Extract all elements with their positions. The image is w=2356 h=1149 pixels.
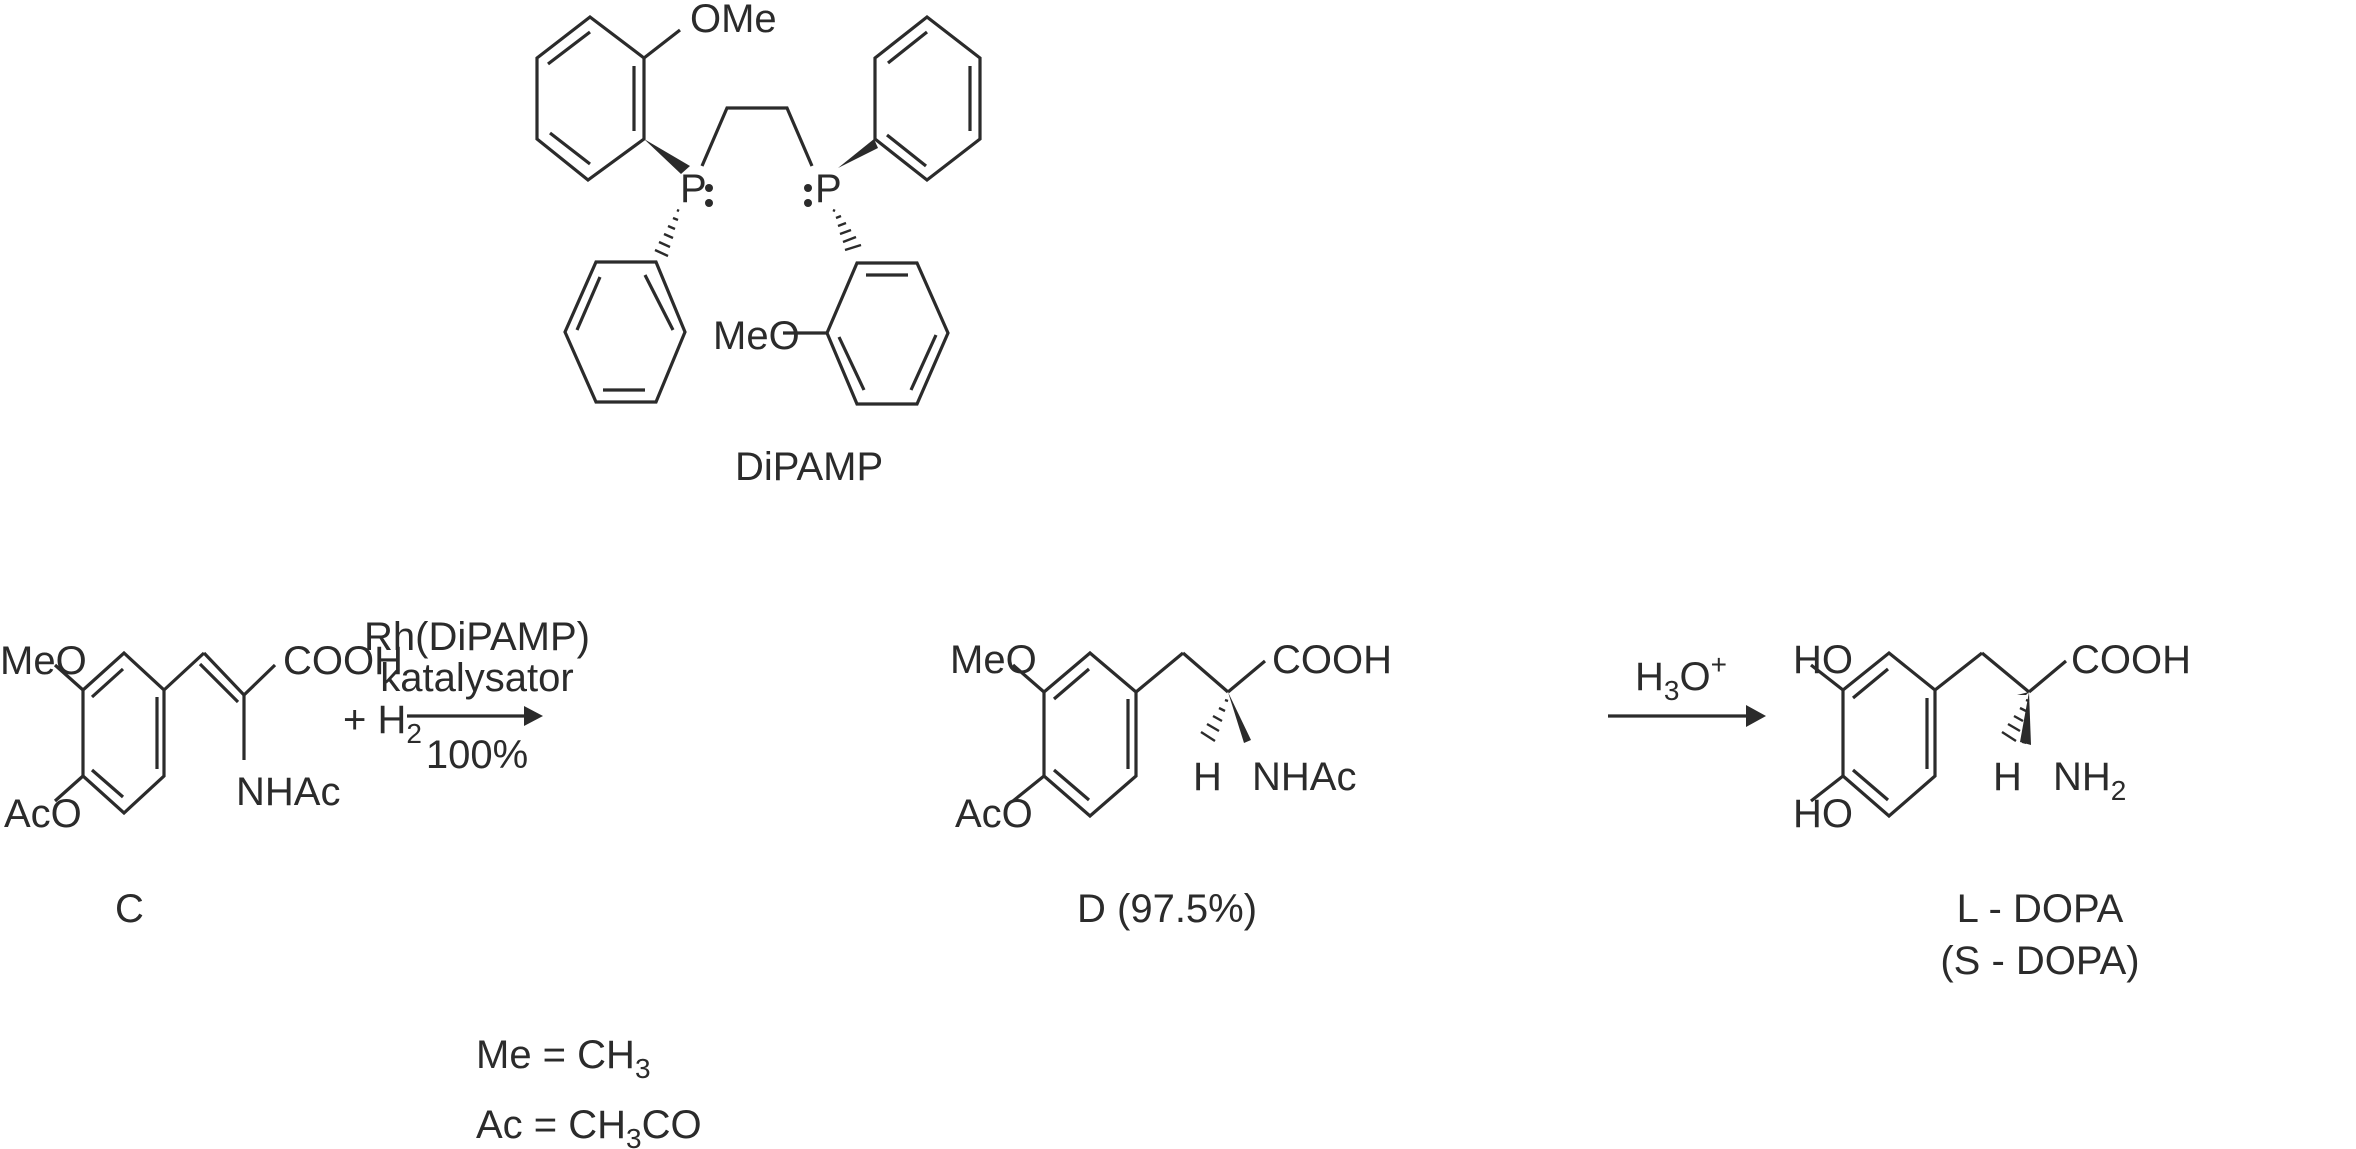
- catalyst-label: Rh(DiPAMP): [364, 615, 590, 659]
- legend-me: Me = CH3: [476, 1033, 651, 1084]
- lone-pair-dot: [705, 199, 713, 207]
- aco-label: AcO: [955, 792, 1033, 836]
- phosphorus-left: P: [680, 167, 707, 211]
- meo-label: MeO: [0, 639, 87, 683]
- compound-d: MeO AcO COOH H NHAc D (97.5%): [950, 638, 1392, 931]
- cooh-label: COOH: [1272, 638, 1392, 682]
- ring-top-left: [535, 14, 646, 183]
- wedge-bond: [644, 139, 690, 174]
- double-bond: [202, 651, 246, 697]
- lone-pair-dot: [804, 184, 812, 192]
- aco-label: AcO: [4, 792, 82, 836]
- yield-label: 100%: [426, 733, 528, 777]
- double-bond: [198, 662, 240, 704]
- benzene-ring: [1841, 650, 1937, 819]
- nh2-label: NH2: [2053, 755, 2126, 806]
- nhac-label: NHAc: [1252, 755, 1356, 799]
- hydronium-label: H3O+: [1635, 649, 1727, 706]
- benzene-ring: [81, 650, 166, 816]
- legend-ac: Ac = CH3CO: [476, 1103, 702, 1149]
- product-caption-alt: (S - DOPA): [1940, 939, 2139, 983]
- arrow-head: [524, 706, 543, 726]
- abbreviation-legend: Me = CH3 Ac = CH3CO: [476, 1033, 702, 1149]
- ho-label-bottom: HO: [1793, 792, 1853, 836]
- ome-label-top: OMe: [690, 0, 777, 41]
- hashed-bond: [2001, 698, 2030, 743]
- lone-pair-dot: [705, 184, 713, 192]
- cooh-label: COOH: [2071, 638, 2191, 682]
- lone-pair-dot: [804, 199, 812, 207]
- wedge-bond: [2017, 692, 2029, 695]
- hashed-bond: [654, 208, 680, 258]
- wedge-bond-nh2-main: [2020, 692, 2031, 745]
- wedge-bond: [1228, 692, 1251, 743]
- h-label: H: [1193, 755, 1222, 799]
- compound-c-caption: C: [115, 887, 144, 931]
- hashed-bond: [1200, 698, 1229, 743]
- ring-bottom-right: [825, 261, 950, 406]
- plus-h2-label: + H2: [343, 698, 422, 749]
- meo-label: MeO: [713, 314, 800, 358]
- wedge-bond: [838, 139, 878, 168]
- ring-top-right: [873, 14, 982, 183]
- hydrogen-reagent: + H2: [343, 698, 422, 749]
- compound-c: MeO AcO COOH NHAc C: [0, 639, 403, 931]
- cooh-label: COOH: [283, 639, 403, 683]
- dipamp-caption: DiPAMP: [735, 445, 883, 489]
- phosphorus-right: P: [815, 167, 842, 211]
- reaction-arrow-step2: H3O+: [1608, 649, 1766, 727]
- dipamp-structure: OMe P P: [535, 0, 982, 489]
- nhac-label: NHAc: [236, 770, 340, 814]
- hashed-bond: [832, 208, 862, 252]
- reaction-arrow-step1: Rh(DiPAMP) katalysator 100%: [364, 615, 590, 777]
- h-label: H: [1993, 755, 2022, 799]
- ome-bond-top: [643, 28, 681, 60]
- arrow-head: [1746, 705, 1766, 727]
- l-dopa: HO HO COOH H NH2 L - DOPA (S - DOPA): [1793, 638, 2191, 983]
- compound-d-caption: D (97.5%): [1077, 887, 1257, 931]
- ring-bottom-left: [563, 260, 687, 404]
- product-caption: L - DOPA: [1957, 887, 2124, 931]
- catalyst-label-2: katalysator: [380, 656, 573, 700]
- benzene-ring: [1042, 650, 1138, 819]
- ethylene-bridge: [700, 106, 814, 167]
